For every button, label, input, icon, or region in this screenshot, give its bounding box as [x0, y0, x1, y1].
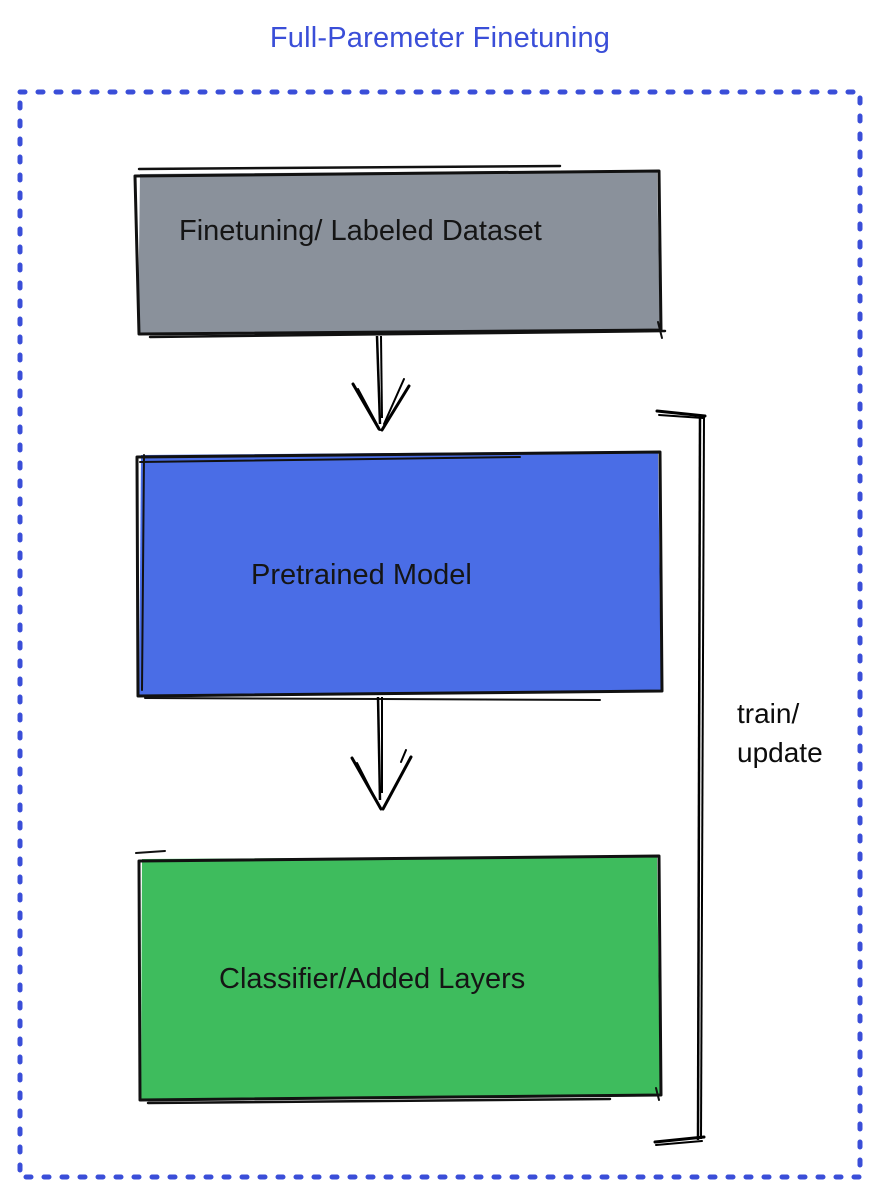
classifier-added-layers-box [135, 850, 663, 1105]
pretrained-model-box-fill [139, 451, 661, 695]
diagram-title: Full-Paremeter Finetuning [269, 22, 611, 54]
sketch-stroke [148, 329, 667, 339]
train-update-label-line2: update [737, 737, 823, 768]
finetuning-dataset-label: Finetuning/ Labeled Dataset [179, 215, 542, 247]
down-arrow-icon [351, 335, 411, 432]
pretrained-model-label: Pretrained Model [251, 559, 472, 591]
sketch-stroke [655, 1087, 660, 1101]
classifier-added-layers-box-fill [141, 856, 660, 1099]
pretrained-model-box [135, 450, 664, 701]
finetuning-dataset-box-fill [138, 170, 660, 333]
sketch-stroke [657, 321, 663, 339]
sketch-stroke [139, 456, 521, 463]
sketch-stroke [144, 697, 601, 701]
dotted-frame [17, 89, 863, 1180]
classifier-added-layers-label: Classifier/Added Layers [219, 963, 526, 995]
sketch-stroke [141, 454, 145, 691]
finetuning-dataset-box [133, 164, 667, 339]
down-arrow-icon [350, 696, 413, 811]
sketch-stroke [135, 850, 166, 854]
train-update-label: train/ update [737, 694, 823, 772]
train-update-bracket [653, 409, 707, 1146]
sketch-stroke [137, 164, 562, 171]
train-update-label-line1: train/ [737, 698, 800, 729]
sketch-stroke [146, 1097, 612, 1105]
classifier-added-layers-box-border [137, 854, 663, 1102]
pretrained-model-box-border [135, 450, 664, 698]
